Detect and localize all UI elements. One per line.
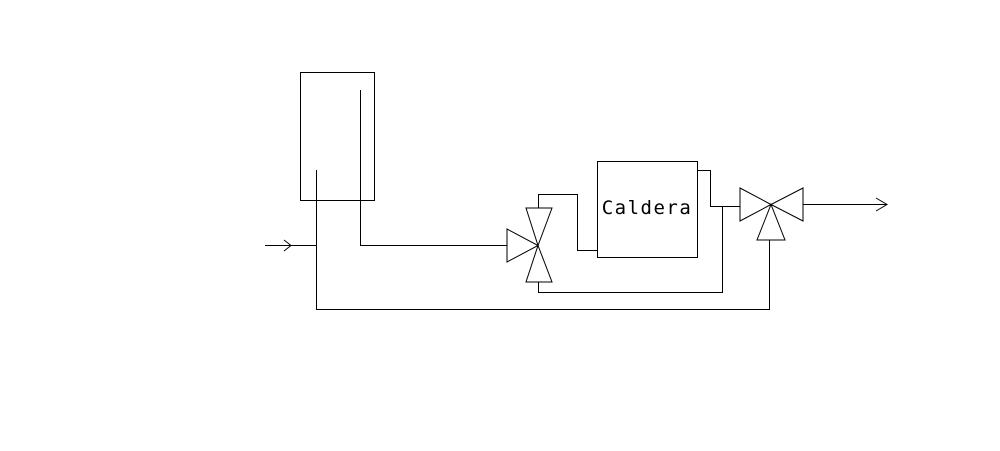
valve-left-triangle (506, 228, 540, 263)
mixer-left-triangle (739, 187, 773, 222)
boiler-label: Caldera (602, 197, 693, 219)
pipe-valve-to-boiler (538, 194, 597, 251)
storage-tank (300, 72, 375, 201)
boiler-box (597, 161, 698, 258)
inlet-arrowhead (283, 239, 292, 252)
mixer-bottom-triangle (756, 203, 786, 241)
outlet-arrowhead (875, 197, 888, 212)
pipe-valve-bypass (538, 206, 740, 293)
valve-bottom-triangle (525, 244, 553, 283)
three-way-valve-inlet (506, 207, 553, 283)
boiler: Caldera (597, 161, 698, 258)
pipe-tank-to-valve (360, 200, 507, 246)
inlet-arrow (265, 239, 316, 252)
pipe-boiler-to-mixer (697, 170, 740, 207)
outlet-arrow (803, 197, 888, 212)
pipe-bypass-return (316, 200, 770, 310)
three-way-valve-mixer (739, 187, 804, 241)
valve-top-triangle (525, 207, 553, 248)
tank-body (300, 72, 375, 201)
